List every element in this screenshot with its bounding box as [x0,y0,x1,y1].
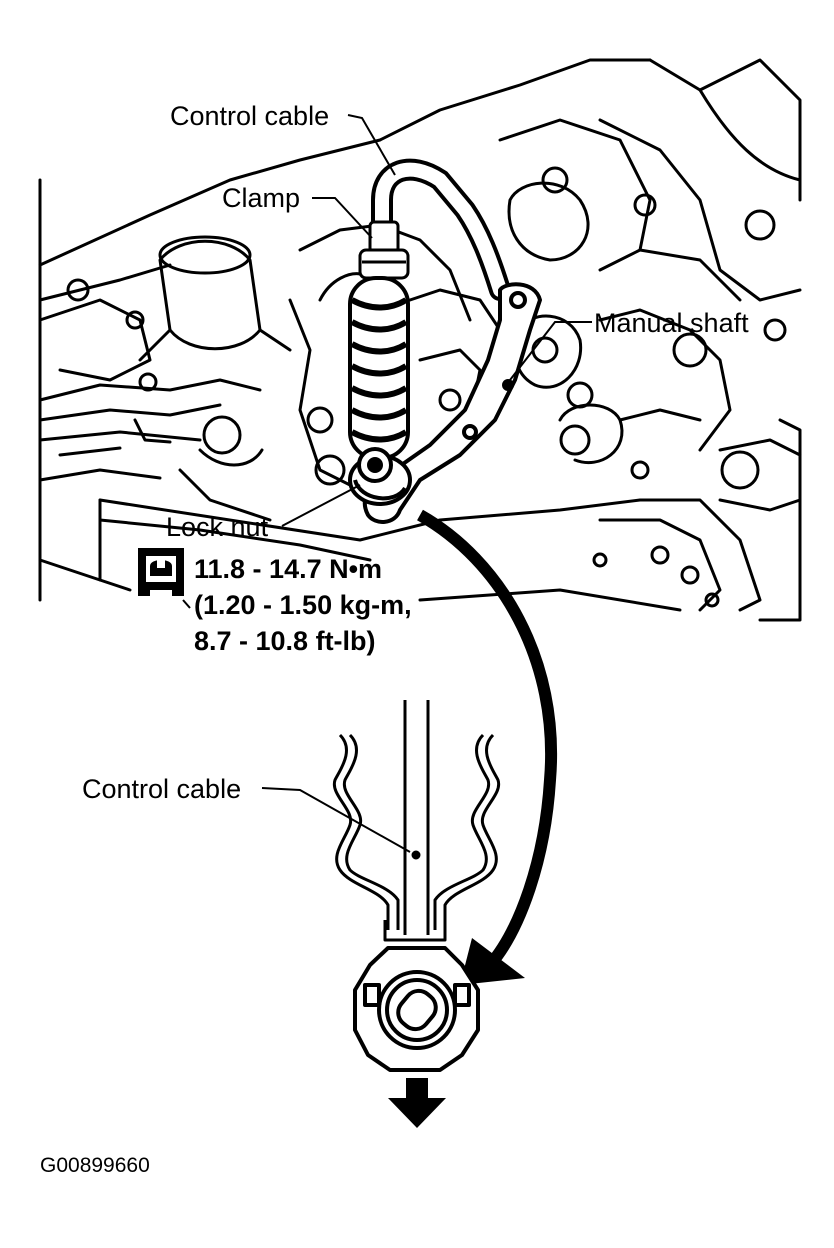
torque-spec-line2: (1.20 - 1.50 kg-m, [194,590,412,620]
label-control-cable-bottom: Control cable [82,774,241,804]
label-lock-nut: Lock nut [166,512,269,542]
control-cable-upper [371,158,511,301]
label-manual-shaft: Manual shaft [594,308,749,338]
torque-wrench-icon [138,548,184,596]
torque-spec-line1: 11.8 - 14.7 N•m [194,554,382,584]
label-control-cable-top: Control cable [170,101,329,131]
figure-id: G00899660 [40,1154,150,1177]
lock-nut [348,447,412,506]
cable-boot [348,276,410,460]
transmission-housing [38,58,802,622]
pull-direction-arrow [388,1078,446,1128]
leader-lines [182,114,592,853]
control-cable-lower [332,700,501,942]
label-clamp: Clamp [222,183,300,213]
rotation-arrow [417,509,558,985]
cable-end-knob [353,946,480,1072]
torque-spec-line3: 8.7 - 10.8 ft-lb) [194,626,376,656]
clamp [358,220,410,280]
